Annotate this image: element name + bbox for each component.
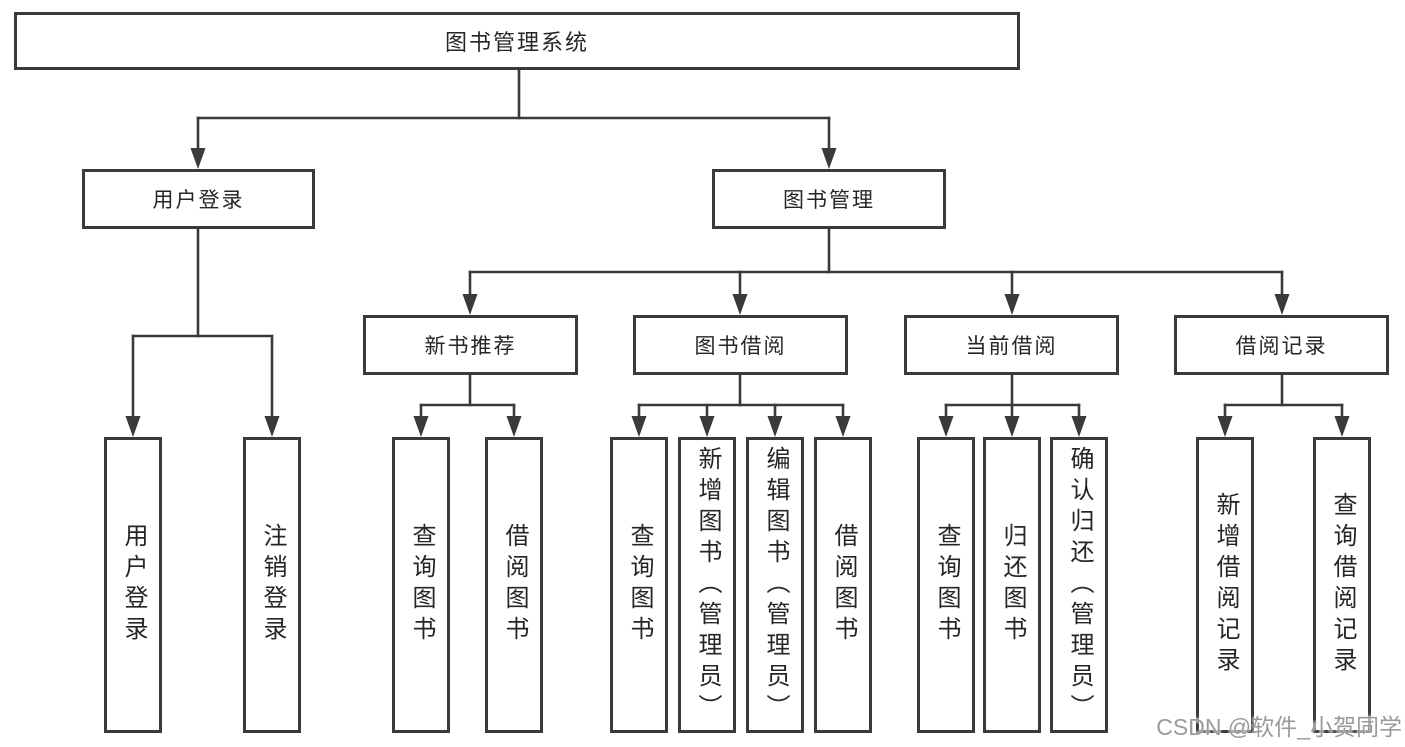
- node-book-management: 图书管理: [712, 169, 946, 229]
- node-label: 新增借阅记录: [1212, 492, 1239, 678]
- node-leaf-query-books-3: 查询图书: [917, 437, 975, 733]
- node-book-borrowing: 图书借阅: [633, 315, 848, 375]
- node-label: 查询图书: [408, 523, 435, 647]
- node-leaf-confirm-return-admin: 确认归还（管理员）: [1050, 437, 1108, 733]
- arrowheads: [125, 148, 1350, 437]
- node-label: 归还图书: [999, 523, 1026, 647]
- node-label: 当前借阅: [965, 335, 1058, 358]
- node-label: 图书借阅: [694, 335, 787, 358]
- node-leaf-add-book-admin: 新增图书（管理员）: [678, 437, 736, 733]
- node-label: 借阅图书: [501, 523, 528, 647]
- node-library-system: 图书管理系统: [14, 12, 1020, 70]
- node-label: 编辑图书（管理员）: [762, 445, 789, 725]
- node-label: 借阅图书: [830, 523, 857, 647]
- node-leaf-query-books-1: 查询图书: [392, 437, 450, 733]
- node-label: 查询借阅记录: [1329, 492, 1356, 678]
- node-label: 注销登录: [259, 523, 286, 647]
- node-label: 查询图书: [933, 523, 960, 647]
- node-leaf-user-login: 用户登录: [104, 437, 162, 733]
- node-borrowing-records: 借阅记录: [1174, 315, 1389, 375]
- node-leaf-borrow-books-2: 借阅图书: [814, 437, 872, 733]
- node-leaf-return-books: 归还图书: [983, 437, 1041, 733]
- node-leaf-query-borrow-record: 查询借阅记录: [1313, 437, 1371, 733]
- node-label: 用户登录: [120, 523, 147, 647]
- node-leaf-logout: 注销登录: [243, 437, 301, 733]
- node-label: 新增图书（管理员）: [694, 445, 721, 725]
- node-leaf-borrow-books-1: 借阅图书: [485, 437, 543, 733]
- node-label: 用户登录: [152, 189, 245, 212]
- node-new-book-recommend: 新书推荐: [363, 315, 578, 375]
- node-label: 确认归还（管理员）: [1066, 445, 1093, 725]
- watermark: CSDN @软件_小贺同学: [1156, 714, 1402, 740]
- node-leaf-query-books-2: 查询图书: [610, 437, 668, 733]
- node-leaf-edit-book-admin: 编辑图书（管理员）: [746, 437, 804, 733]
- node-label: 查询图书: [626, 523, 653, 647]
- node-user-login: 用户登录: [82, 169, 315, 229]
- node-label: 图书管理系统: [444, 30, 589, 55]
- node-label: 借阅记录: [1235, 335, 1328, 358]
- node-current-borrowing: 当前借阅: [904, 315, 1119, 375]
- node-leaf-add-borrow-record: 新增借阅记录: [1196, 437, 1254, 733]
- node-label: 新书推荐: [424, 335, 517, 358]
- node-label: 图书管理: [783, 189, 875, 212]
